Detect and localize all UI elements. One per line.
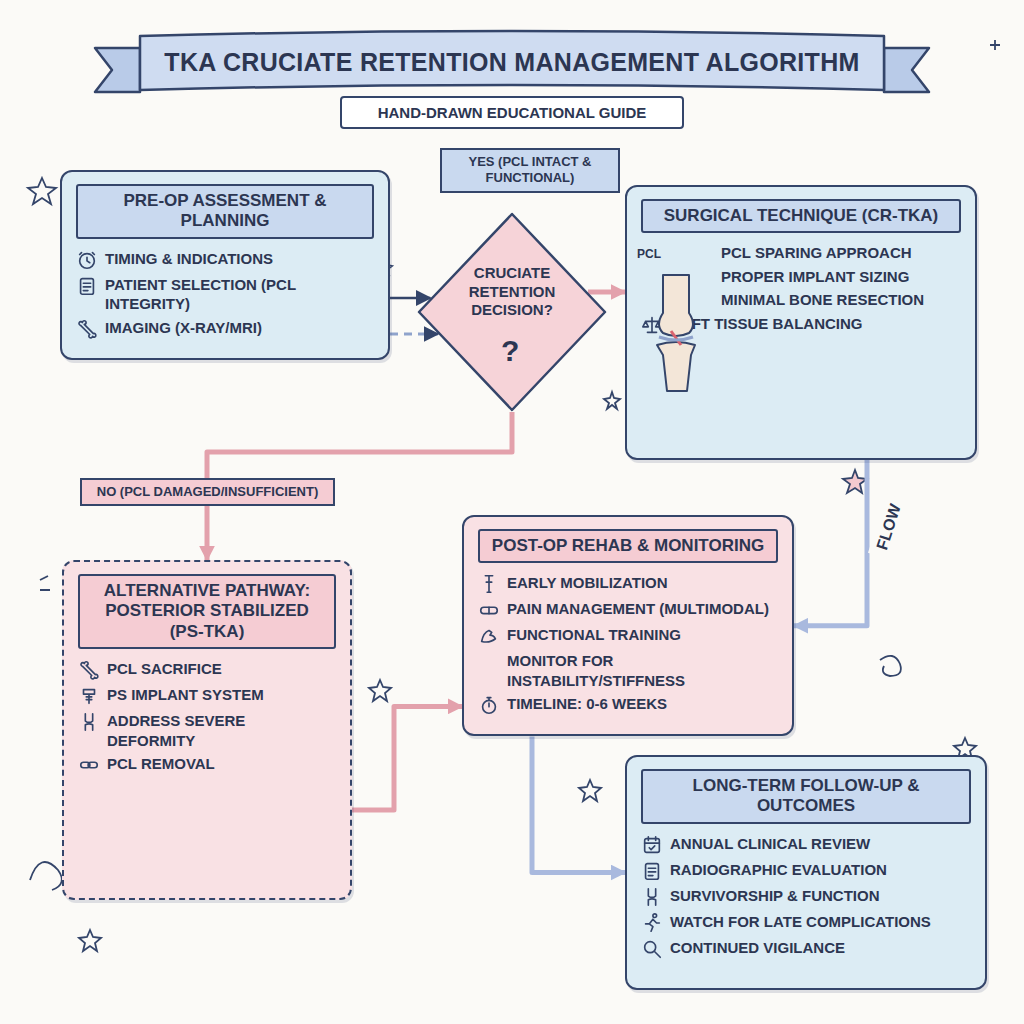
item-row: RADIOGRAPHIC EVALUATION: [641, 860, 971, 882]
item-text: PROPER IMPLANT SIZING: [721, 267, 909, 287]
item-row: PCL REMOVAL: [78, 754, 336, 776]
item-row: PCL SACRIFICE: [78, 659, 336, 681]
item-text: IMAGING (X-RAY/MRI): [105, 318, 262, 338]
flow-arrow: [794, 460, 867, 626]
item-row: EARLY MOBILIZATION: [478, 573, 778, 595]
item-text: TIMING & INDICATIONS: [105, 249, 273, 269]
outcome-box: LONG-TERM FOLLOW-UP & OUTCOMES ANNUAL CLI…: [625, 755, 987, 990]
item-text: PCL SACRIFICE: [107, 659, 222, 679]
item-text: WATCH FOR LATE COMPLICATIONS: [670, 912, 931, 932]
box-heading: ALTERNATIVE PATHWAY: POSTERIOR STABILIZE…: [78, 574, 336, 649]
process-box: PRE-OP ASSESSMENT & PLANNING TIMING & IND…: [60, 170, 390, 360]
list-icon: [76, 275, 98, 297]
box-heading: PRE-OP ASSESSMENT & PLANNING: [76, 184, 374, 239]
item-row: SURVIVORSHIP & FUNCTION: [641, 886, 971, 908]
stars: [28, 40, 1000, 951]
bone-icon: [76, 318, 98, 340]
title-text: TKA CRUCIATE RETENTION MANAGEMENT ALGORI…: [150, 40, 874, 84]
process-box: SURGICAL TECHNIQUE (CR-TKA) PCL SPARING A…: [625, 185, 977, 460]
flow-arrow: [532, 736, 625, 872]
clock-icon: [76, 249, 98, 271]
knee-icon: [78, 711, 100, 733]
item-row: PCL SPARING APPROACH: [641, 243, 961, 263]
flow-arrow: [390, 333, 438, 336]
pill-icon: [478, 599, 500, 621]
subtitle-box: HAND-DRAWN EDUCATIONAL GUIDE: [340, 96, 684, 129]
run-icon: [641, 912, 663, 934]
box-heading: SURGICAL TECHNIQUE (CR-TKA): [641, 199, 961, 233]
item-row: IMAGING (X-RAY/MRI): [76, 318, 374, 340]
item-row: WATCH FOR LATE COMPLICATIONS: [641, 912, 971, 934]
decision-text: CRUCIATE RETENTION DECISION?: [456, 264, 568, 320]
list-icon: [641, 860, 663, 882]
item-text: RADIOGRAPHIC EVALUATION: [670, 860, 887, 880]
watch-icon: [478, 694, 500, 716]
item-text: PCL SPARING APPROACH: [721, 243, 912, 263]
link-icon: [78, 754, 100, 776]
item-text: SOFT TISSUE BALANCING: [670, 314, 863, 334]
item-text: ADDRESS SEVERE DEFORMITY: [107, 711, 336, 750]
flow-arrow: [352, 706, 462, 810]
subtitle-text: HAND-DRAWN EDUCATIONAL GUIDE: [352, 104, 672, 121]
muscle-icon: [478, 625, 500, 647]
item-row: TIMELINE: 0-6 WEEKS: [478, 694, 778, 716]
title-ribbon: [95, 31, 929, 92]
alternative-box: ALTERNATIVE PATHWAY: POSTERIOR STABILIZE…: [62, 560, 352, 900]
flow-arrow: [390, 297, 430, 300]
item-text: PATIENT SELECTION (PCL INTEGRITY): [105, 275, 374, 314]
item-text: PS IMPLANT SYSTEM: [107, 685, 264, 705]
item-text: EARLY MOBILIZATION: [507, 573, 668, 593]
item-row: ADDRESS SEVERE DEFORMITY: [78, 711, 336, 750]
question-mark: ?: [501, 334, 519, 368]
item-row: MONITOR FOR INSTABILITY/STIFFNESS: [478, 651, 778, 690]
edge-label: NO (PCL DAMAGED/INSUFFICIENT): [80, 478, 335, 506]
item-row: CONTINUED VIGILANCE: [641, 938, 971, 960]
knee-icon: [641, 886, 663, 908]
item-row: TIMING & INDICATIONS: [76, 249, 374, 271]
item-text: TIMELINE: 0-6 WEEKS: [507, 694, 667, 714]
crutch-icon: [478, 573, 500, 595]
item-row: PS IMPLANT SYSTEM: [78, 685, 336, 707]
bolt-icon: [78, 685, 100, 707]
mag-icon: [641, 938, 663, 960]
edge-label: FLOW: [868, 494, 910, 560]
item-row: PAIN MANAGEMENT (MULTIMODAL): [478, 599, 778, 621]
item-text: MINIMAL BONE RESECTION: [721, 290, 924, 310]
item-text: SURVIVORSHIP & FUNCTION: [670, 886, 879, 906]
item-row: ANNUAL CLINICAL REVIEW: [641, 834, 971, 856]
item-row: FUNCTIONAL TRAINING: [478, 625, 778, 647]
decision-diamond: CRUCIATE RETENTION DECISION??: [417, 212, 607, 412]
flow-arrow: [588, 290, 625, 295]
item-row: PATIENT SELECTION (PCL INTEGRITY): [76, 275, 374, 314]
item-text: FUNCTIONAL TRAINING: [507, 625, 681, 645]
part-label: PCL: [637, 247, 661, 261]
item-text: MONITOR FOR INSTABILITY/STIFFNESS: [507, 651, 778, 690]
box-heading: LONG-TERM FOLLOW-UP & OUTCOMES: [641, 769, 971, 824]
bone-icon: [78, 659, 100, 681]
item-text: PCL REMOVAL: [107, 754, 215, 774]
box-heading: POST-OP REHAB & MONITORING: [478, 529, 778, 563]
edge-label: YES (PCL INTACT & FUNCTIONAL): [440, 148, 620, 193]
process-box: POST-OP REHAB & MONITORING EARLY MOBILIZA…: [462, 515, 794, 736]
item-text: ANNUAL CLINICAL REVIEW: [670, 834, 870, 854]
item-text: CONTINUED VIGILANCE: [670, 938, 845, 958]
cal-icon: [641, 834, 663, 856]
knee-illustration: [641, 273, 711, 393]
item-text: PAIN MANAGEMENT (MULTIMODAL): [507, 599, 769, 619]
